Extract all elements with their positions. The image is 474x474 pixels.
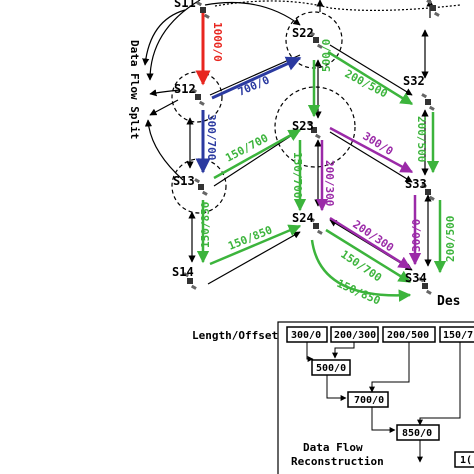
node-label-s12: S12 <box>174 82 196 96</box>
flow-s13-s23 <box>213 128 302 180</box>
length-box-3-text: 200/500 <box>387 330 429 341</box>
edge-label-s32-s33: 200/500 <box>415 116 428 162</box>
satellite-s32 <box>421 93 435 111</box>
flow-s13-s24 <box>209 224 302 266</box>
edge-label-s22-s23: 500/0 <box>320 39 333 72</box>
node-label-s32: S32 <box>403 74 425 88</box>
edge-label-s13-s14: 150/850 <box>199 202 212 248</box>
merge-box-1-text: 500/0 <box>316 363 346 374</box>
black-links <box>142 0 461 285</box>
top-row-boxes: 300/0 200/300 200/500 150/7 <box>286 326 474 343</box>
edge-label-s12-s13: 300/700 <box>205 114 218 160</box>
data-flow-split-label: Data Flow Split <box>128 40 141 139</box>
split-circle-s12 <box>171 71 223 123</box>
node-label-s22: S22 <box>292 26 314 40</box>
edge-label-s22-s32: 200/500 <box>343 67 390 100</box>
length-box-4-text: 150/7 <box>443 330 473 341</box>
merge-box-4-text: 1( <box>460 455 472 466</box>
satellite-top-right <box>426 0 440 17</box>
length-box-1-text: 300/0 <box>291 330 321 341</box>
reconstruction-subtitle: Reconstruction <box>291 455 384 468</box>
length-offset-label: Length/Offset <box>192 329 278 342</box>
node-label-s24: S24 <box>292 211 314 225</box>
satellite-s13 <box>194 178 208 196</box>
length-box-2-text: 200/300 <box>334 330 376 341</box>
node-label-s14: S14 <box>172 265 194 279</box>
edge-label-s33-s34-green: 200/500 <box>444 216 457 262</box>
merge-box-4 <box>454 451 474 468</box>
node-label-des: Des <box>437 294 460 309</box>
edge-label-s33-s34: 300/0 <box>410 219 423 252</box>
flow-s24-des <box>310 239 412 302</box>
flow-s23-s33 <box>329 126 414 174</box>
node-label-s34: S34 <box>405 271 427 285</box>
edge-label-s12-s22: 700/0 <box>236 73 272 98</box>
flow-s22-s32 <box>327 50 414 106</box>
merge-connectors <box>306 342 461 463</box>
merge-box-3-text: 850/0 <box>402 428 432 439</box>
node-label-s33: S33 <box>405 177 427 191</box>
merge-box-2-text: 700/0 <box>354 395 384 406</box>
flow-s24-s34-green <box>325 228 412 284</box>
flow-s24-s34 <box>329 216 412 270</box>
edge-label-s23-s24-purple: 200/300 <box>323 160 336 206</box>
split-circle-s23 <box>274 86 356 168</box>
merge-box-3 <box>396 424 440 441</box>
node-label-s11: S11 <box>174 0 196 10</box>
flow-s12-s22 <box>211 56 302 100</box>
merge-box-1 <box>311 359 351 376</box>
edge-label-s11-s12: 1000/0 <box>211 22 224 62</box>
node-label-s13: S13 <box>173 174 195 188</box>
reconstruction-title: Data Flow <box>303 441 363 454</box>
edge-label-s23-s24: 150/700 <box>291 152 304 198</box>
reconstruction-panel <box>277 321 474 474</box>
merge-box-2 <box>347 391 389 408</box>
node-label-s23: S23 <box>292 119 314 133</box>
